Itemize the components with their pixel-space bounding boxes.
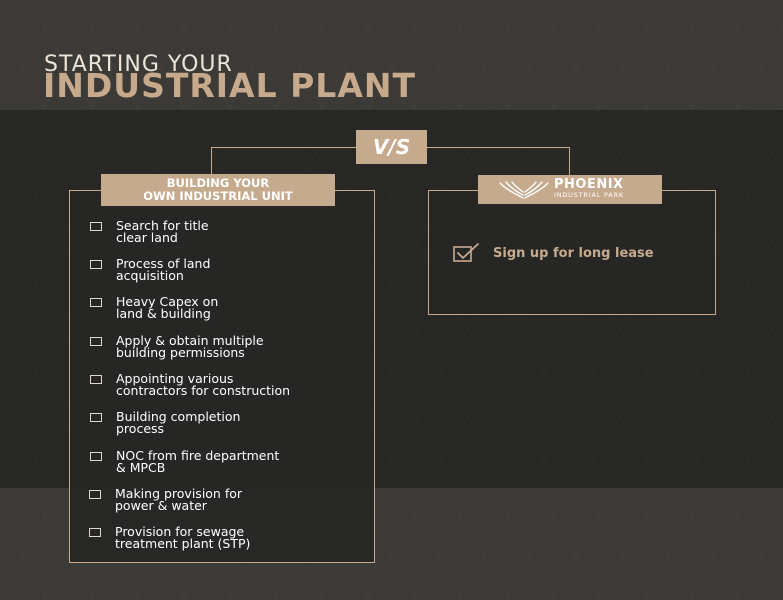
own-unit-header-line-2: OWN INDUSTRIAL UNIT (143, 189, 293, 203)
phoenix-wings-icon (499, 180, 549, 199)
checkbox-empty-icon (90, 260, 102, 269)
title-line-1: STARTING YOUR (44, 52, 233, 77)
checkbox-empty-icon (90, 298, 102, 307)
top-band (0, 0, 783, 110)
checkbox-empty-icon (89, 528, 101, 537)
connector-right-vertical (569, 147, 570, 176)
vs-badge: V/S (356, 130, 427, 164)
checkbox-empty-icon (90, 413, 102, 422)
brand-name: PHOENIX (554, 176, 624, 192)
connector-left-vertical (211, 147, 212, 175)
checkbox-empty-icon (90, 375, 102, 384)
checkbox-empty-icon (90, 452, 102, 461)
brand-subtitle: INDUSTRIAL PARK (554, 190, 624, 199)
checkbox-empty-icon (90, 337, 102, 346)
list-item: NOC from fire department& MPCB (90, 449, 360, 474)
phoenix-header: PHOENIX INDUSTRIAL PARK (478, 175, 662, 204)
lease-label: Sign up for long lease (493, 245, 654, 261)
lease-item: Sign up for long lease (453, 243, 654, 263)
own-unit-header: BUILDING YOUR OWN INDUSTRIAL UNIT (101, 174, 335, 206)
title-line-2: INDUSTRIAL PLANT (43, 66, 416, 105)
checkbox-empty-icon (90, 222, 102, 231)
own-unit-header-line-1: BUILDING YOUR (166, 176, 270, 190)
checkbox-empty-icon (89, 490, 101, 499)
checkbox-checked-icon (453, 243, 479, 262)
